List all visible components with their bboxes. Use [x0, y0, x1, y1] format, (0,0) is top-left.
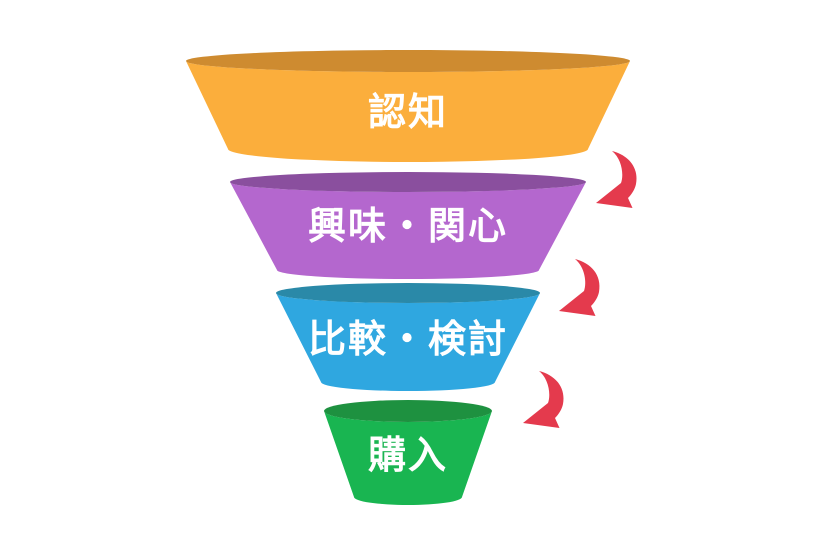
funnel-stage-interest-body: [230, 182, 586, 279]
funnel-stage-purchase-label: 購入: [368, 435, 448, 477]
funnel-stage-purchase-body: [324, 411, 492, 505]
funnel-stage-comparison-top: [276, 283, 540, 303]
funnel-stage-interest-label: 興味・関心: [308, 206, 508, 248]
funnel-stage-interest-top: [230, 172, 586, 192]
funnel-stage-comparison-label: 比較・検討: [308, 319, 508, 361]
funnel-stage-purchase: 購入: [324, 400, 492, 505]
funnel-stage-comparison: 比較・検討: [276, 283, 540, 391]
funnel-stage-comparison-body: [276, 293, 540, 391]
funnel-stage-awareness-body: [186, 61, 630, 162]
funnel-stage-awareness-label: 認知: [368, 92, 448, 134]
funnel-stage-purchase-top: [324, 400, 492, 422]
funnel-stage-interest: 興味・関心: [230, 172, 586, 279]
funnel-stage-awareness: 認知: [186, 50, 630, 162]
funnel-stage-awareness-top: [186, 50, 630, 72]
